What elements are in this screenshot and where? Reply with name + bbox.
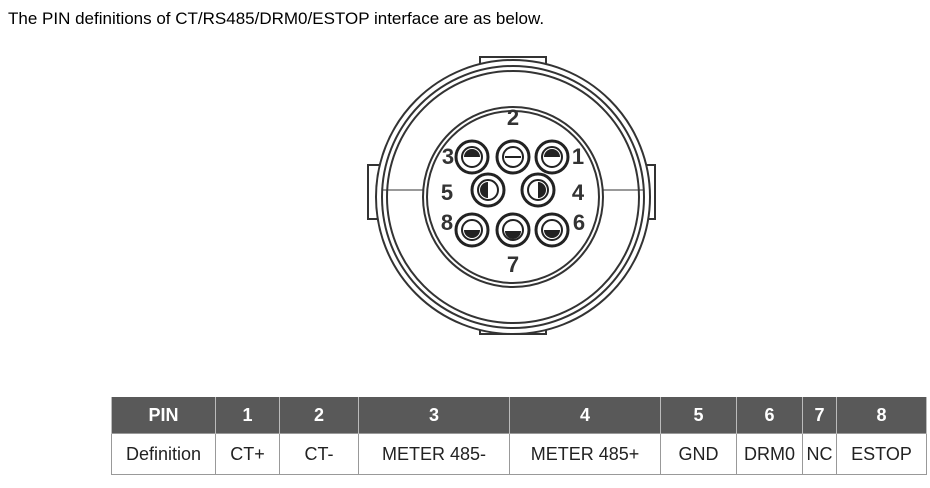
table-header-row: PIN 1 2 3 4 5 6 7 8 [111, 397, 927, 434]
header-pin-7: 7 [802, 397, 837, 434]
pin-label-2: 2 [507, 105, 519, 130]
header-pin-5: 5 [660, 397, 737, 434]
definition-1: CT+ [215, 433, 280, 475]
pin-definition-table: PIN 1 2 3 4 5 6 7 8 Definition CT+ CT- M… [111, 397, 927, 475]
header-pin: PIN [111, 397, 216, 434]
definition-8: ESTOP [836, 433, 927, 475]
pin-socket-2 [495, 139, 531, 175]
definition-4: METER 485+ [509, 433, 661, 475]
header-pin-1: 1 [215, 397, 280, 434]
definition-2: CT- [279, 433, 359, 475]
connector-diagram: 2 3 1 5 4 8 6 7 [367, 56, 656, 335]
pin-label-5: 5 [441, 180, 453, 205]
intro-text: The PIN definitions of CT/RS485/DRM0/EST… [8, 9, 545, 28]
definition-6: DRM0 [736, 433, 803, 475]
pin-label-8: 8 [441, 210, 453, 235]
header-pin-3: 3 [358, 397, 510, 434]
header-pin-8: 8 [836, 397, 927, 434]
header-pin-4: 4 [509, 397, 661, 434]
pin-socket-4 [520, 172, 556, 208]
definition-7: NC [802, 433, 837, 475]
table-row: Definition CT+ CT- METER 485- METER 485+… [111, 433, 927, 475]
header-pin-2: 2 [279, 397, 359, 434]
pin-socket-7 [495, 212, 531, 248]
definition-3: METER 485- [358, 433, 510, 475]
definition-5: GND [660, 433, 737, 475]
pin-socket-3 [454, 139, 490, 175]
pin-socket-1 [534, 139, 570, 175]
row-label: Definition [111, 433, 216, 475]
pin-socket-6 [534, 212, 570, 248]
pin-socket-8 [454, 212, 490, 248]
pin-label-1: 1 [572, 144, 584, 169]
pin-label-3: 3 [442, 144, 454, 169]
pin-socket-5 [470, 172, 506, 208]
header-pin-6: 6 [736, 397, 803, 434]
pin-label-6: 6 [573, 210, 585, 235]
pin-label-4: 4 [572, 180, 585, 205]
pin-label-7: 7 [507, 252, 519, 277]
